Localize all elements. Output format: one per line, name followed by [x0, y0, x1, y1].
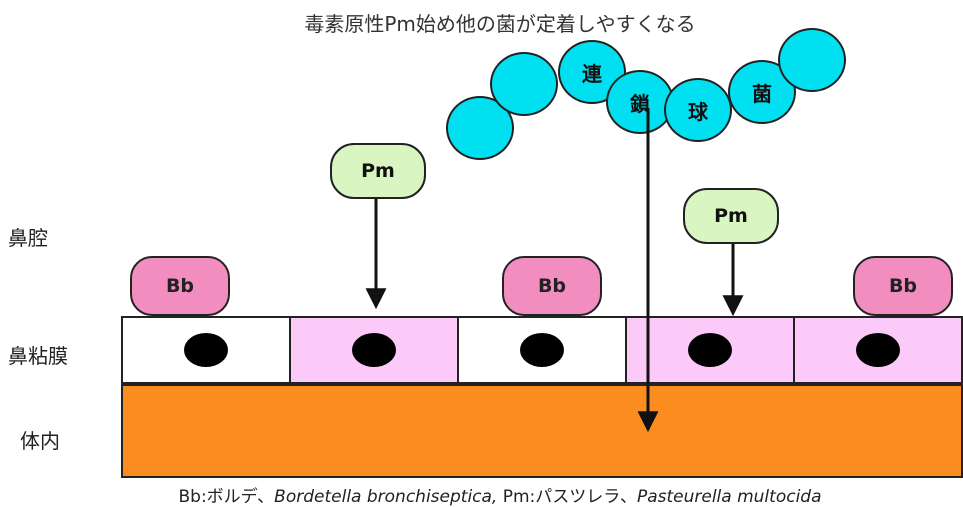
cell-nucleus	[688, 333, 732, 367]
caption-bb-abbrev: Bb:ボルデ、	[178, 487, 275, 507]
label-nasal-cavity: 鼻腔	[8, 226, 48, 250]
chain-char: 鎖	[630, 91, 650, 116]
cell-nucleus	[352, 333, 396, 367]
caption-pm-abbrev: Pm:パスツレラ、	[497, 487, 637, 507]
diagram-title: 毒素原性Pm始め他の菌が定着しやすくなる	[304, 12, 696, 36]
mucosa-cell	[459, 318, 627, 382]
nasal-mucosa-layer	[121, 316, 963, 384]
chain-char: 菌	[752, 81, 772, 106]
cell-nucleus	[856, 333, 900, 367]
bb-bacterium: Bb	[502, 256, 602, 316]
pm-bacterium: Pm	[683, 188, 779, 244]
caption-bb-species: Bordetella bronchiseptica,	[274, 487, 498, 507]
label-nasal-mucosa: 鼻粘膜	[8, 344, 68, 368]
cell-nucleus	[184, 333, 228, 367]
body-interior-layer	[121, 384, 963, 478]
mucosa-cell	[795, 318, 961, 382]
streptococcus-cell	[778, 28, 846, 92]
mucosa-cell	[123, 318, 291, 382]
streptococcus-cell: 球	[664, 78, 732, 142]
chain-char: 連	[582, 61, 602, 86]
label-body-interior: 体内	[20, 429, 60, 453]
chain-char: 球	[688, 99, 708, 124]
bb-bacterium: Bb	[130, 256, 230, 316]
legend-caption: Bb:ボルデ、Bordetella bronchiseptica, Pm:パスツ…	[0, 482, 963, 507]
streptococcus-cell	[490, 52, 558, 116]
cell-nucleus	[520, 333, 564, 367]
mucosa-cell	[291, 318, 459, 382]
mucosa-cell	[627, 318, 795, 382]
caption-pm-species: Pasteurella multocida	[636, 487, 822, 507]
pm-bacterium: Pm	[330, 143, 426, 199]
bb-bacterium: Bb	[853, 256, 953, 316]
